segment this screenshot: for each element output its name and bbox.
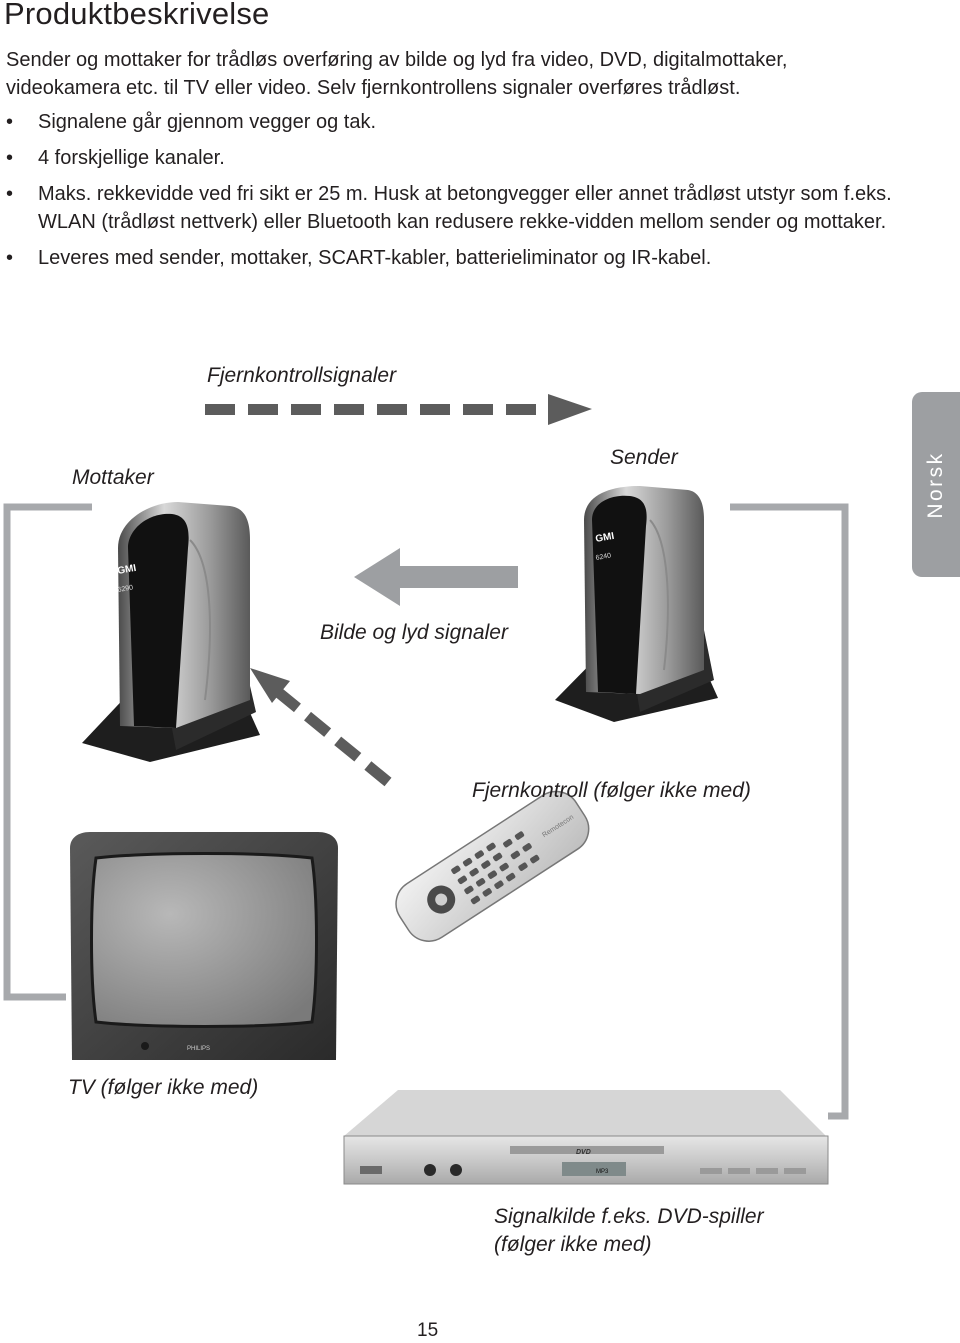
language-tab: Norsk xyxy=(912,392,960,577)
remote-signals-label: Fjernkontrollsignaler xyxy=(207,364,397,387)
ir-signal-arrow xyxy=(250,668,392,787)
page-number: 15 xyxy=(417,1320,439,1341)
feature-item: Signalene går gjennom vegger og tak. xyxy=(6,108,906,136)
tv-brand: PHILIPS xyxy=(187,1046,210,1052)
dvd-player: DVD MP3 xyxy=(343,1090,829,1185)
source-label: Signalkilde f.eks. DVD-spiller (følger i… xyxy=(494,1203,764,1259)
receiver-brand: GMI xyxy=(117,563,138,577)
tv-label: TV (følger ikke med) xyxy=(68,1076,259,1099)
dvd-mp3: MP3 xyxy=(596,1169,609,1175)
feature-list: Signalene går gjennom vegger og tak. 4 f… xyxy=(6,108,906,280)
feature-item: 4 forskjellige kanaler. xyxy=(6,144,906,172)
source-label-line1: Signalkilde f.eks. DVD-spiller xyxy=(494,1205,764,1228)
remote-label: Fjernkontroll (følger ikke med) xyxy=(472,779,751,802)
sender-label: Sender xyxy=(610,446,678,469)
receiver-model: 6290 xyxy=(117,584,134,594)
sender-device: GMI 6240 xyxy=(555,486,718,722)
av-signal-arrow xyxy=(354,548,518,606)
page-title: Produktbeskrivelse xyxy=(4,0,270,31)
dvd-logo: DVD xyxy=(576,1149,591,1156)
intro-paragraph: Sender og mottaker for trådløs overførin… xyxy=(6,49,788,99)
feature-item: Leveres med sender, mottaker, SCART-kabl… xyxy=(6,244,906,272)
sender-brand: GMI xyxy=(595,531,616,545)
sender-model: 6240 xyxy=(595,552,612,562)
receiver-label: Mottaker xyxy=(72,466,154,489)
av-signals-label: Bilde og lyd signaler xyxy=(320,621,508,644)
feature-item: Maks. rekkevidde ved fri sikt er 25 m. H… xyxy=(6,180,906,236)
source-label-line2: (følger ikke med) xyxy=(494,1233,652,1256)
remote-signal-arrow xyxy=(205,394,592,425)
tv-set: PHILIPS xyxy=(70,832,338,1060)
remote-control: Remotecon xyxy=(395,790,590,942)
cable-lines xyxy=(3,503,849,1120)
receiver-device: GMI 6290 xyxy=(82,502,260,762)
